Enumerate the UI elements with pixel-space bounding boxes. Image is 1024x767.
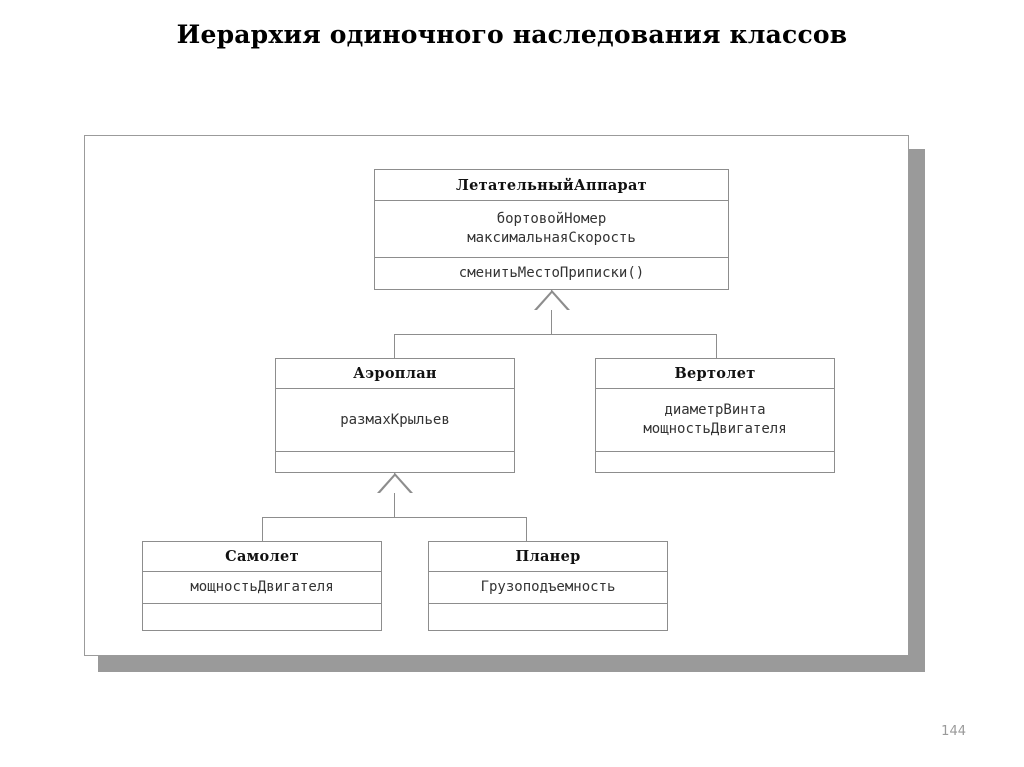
class-attributes-vertolet: диаметрВинта мощностьДвигателя <box>596 388 834 451</box>
diagram-panel: ЛетательныйАппарат бортовойНомер максима… <box>84 135 909 656</box>
generalization-bar-root <box>394 334 716 335</box>
class-operations-samolet <box>143 603 381 632</box>
class-attributes-planer: Грузоподъемность <box>429 571 667 603</box>
generalization-drop-aeroplan <box>394 334 395 359</box>
class-attributes-letatelnyi-apparat: бортовойНомер максимальнаяСкорость <box>375 200 728 257</box>
class-attributes-samolet: мощностьДвигателя <box>143 571 381 603</box>
class-box-samolet[interactable]: Самолет мощностьДвигателя <box>142 541 382 631</box>
generalization-bar-aeroplan <box>262 517 526 518</box>
generalization-drop-vertolet <box>716 334 717 359</box>
class-box-vertolet[interactable]: Вертолет диаметрВинта мощностьДвигателя <box>595 358 835 473</box>
class-box-aeroplan[interactable]: Аэроплан размахКрыльев <box>275 358 515 473</box>
class-name-vertolet: Вертолет <box>674 365 756 382</box>
generalization-stem-aeroplan <box>394 473 395 517</box>
page-number: 144 <box>941 724 966 739</box>
class-name-letatelnyi-apparat: ЛетательныйАппарат <box>456 176 647 194</box>
class-box-letatelnyi-apparat[interactable]: ЛетательныйАппарат бортовойНомер максима… <box>374 169 729 290</box>
generalization-triangle-root <box>534 290 570 310</box>
class-operations-letatelnyi-apparat: сменитьМестоПриписки() <box>375 257 728 289</box>
class-operations-aeroplan <box>276 451 514 474</box>
class-name-aeroplan: Аэроплан <box>353 365 437 382</box>
class-name-planer: Планер <box>515 548 581 565</box>
page-title: Иерархия одиночного наследования классов <box>176 20 848 49</box>
class-attributes-aeroplan: размахКрыльев <box>276 388 514 451</box>
generalization-drop-planer <box>526 517 527 542</box>
generalization-triangle-aeroplan <box>377 473 413 493</box>
class-operations-vertolet <box>596 451 834 474</box>
class-box-planer[interactable]: Планер Грузоподъемность <box>428 541 668 631</box>
generalization-stem-root <box>551 290 552 334</box>
class-operations-planer <box>429 603 667 632</box>
class-name-samolet: Самолет <box>225 548 299 565</box>
generalization-drop-samolet <box>262 517 263 542</box>
